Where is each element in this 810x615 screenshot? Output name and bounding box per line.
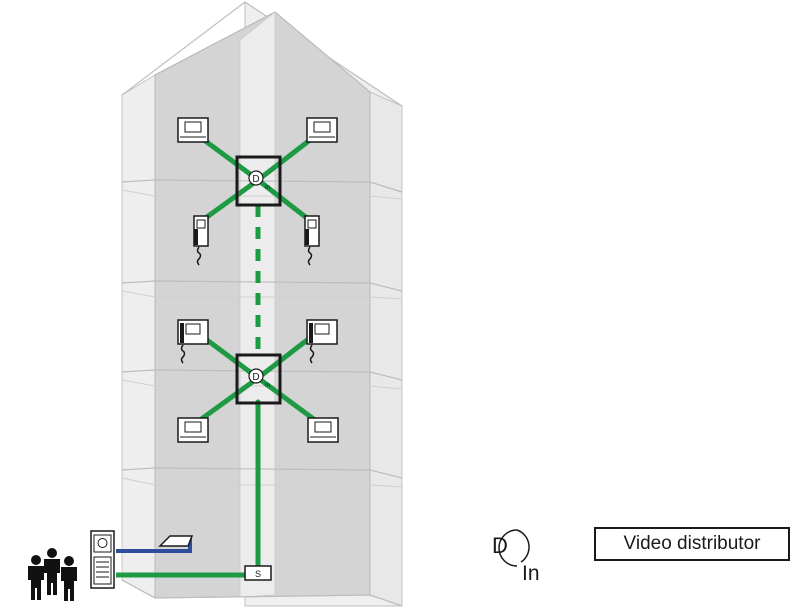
distributor-label: D [252, 372, 259, 383]
legend-symbol-subscript: In [522, 562, 540, 585]
intercom-handset-icon [193, 215, 209, 266]
distributor-box-lower: D In [235, 353, 282, 405]
green-cables [116, 137, 318, 578]
switch-box-icon: S [244, 565, 272, 581]
legend-symbol-letter: D [492, 533, 508, 558]
building [121, 1, 403, 607]
intercom-handset-icon [304, 215, 320, 266]
distributor-label: D [252, 174, 259, 185]
svg-text:In: In [265, 185, 270, 191]
people-icon [28, 548, 77, 601]
door-panel-icon [90, 530, 115, 589]
switch-label: S [255, 569, 261, 579]
camera-icon [158, 535, 194, 547]
video-monitor-icon [306, 117, 338, 143]
distributor-symbol-icon [498, 529, 530, 567]
video-monitor-icon [177, 117, 209, 143]
distributor-box-upper: D In [235, 155, 282, 207]
svg-text:In: In [265, 383, 270, 389]
video-monitor-icon [177, 417, 209, 443]
video-intercom-icon [177, 319, 209, 364]
video-monitor-icon [307, 417, 339, 443]
legend-label: Video distributor [594, 527, 790, 561]
video-intercom-icon [306, 319, 338, 364]
